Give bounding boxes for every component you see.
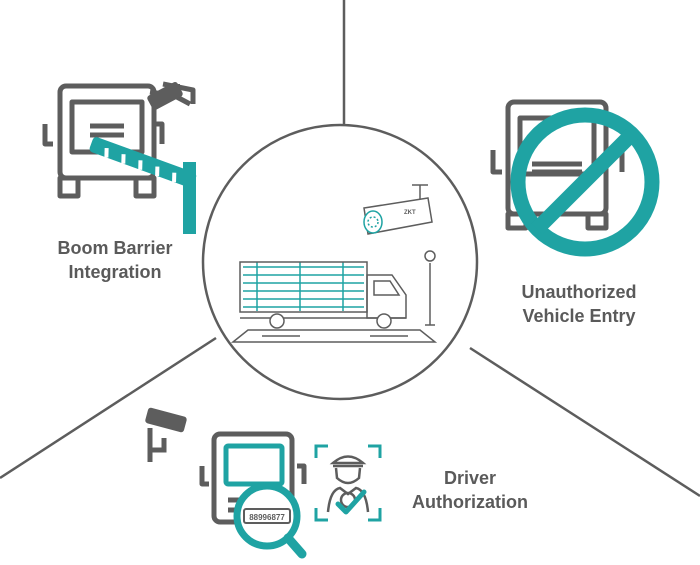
unauthorized-entry-label-line2: Vehicle Entry (522, 306, 636, 326)
boom-barrier-label-line1: Boom Barrier (57, 238, 173, 258)
barrier-arm (89, 137, 197, 234)
boom-barrier-label: Boom Barrier Integration (40, 236, 190, 284)
unauthorized-entry-label: Unauthorized Vehicle Entry (494, 280, 664, 328)
driver-authorization-label-line2: Authorization (412, 492, 528, 512)
weighbridge-truck-icon (230, 250, 438, 343)
plate-number-text: 88996877 (249, 513, 285, 522)
prohibited-sign-icon (510, 107, 660, 257)
security-camera-icon (145, 407, 187, 462)
divider-lines (0, 0, 700, 498)
driver-authorization-icon: 88996877 (145, 407, 382, 559)
security-camera-icon: ZKT (363, 184, 433, 235)
security-camera-icon (147, 82, 183, 110)
camera-brand-text: ZKT (404, 210, 416, 216)
driver-authorization-label: Driver Authorization (395, 466, 545, 514)
driver-authorization-label-line1: Driver (443, 468, 497, 488)
boom-barrier-label-line2: Integration (68, 262, 162, 282)
unauthorized-entry-label-line1: Unauthorized (521, 282, 637, 302)
